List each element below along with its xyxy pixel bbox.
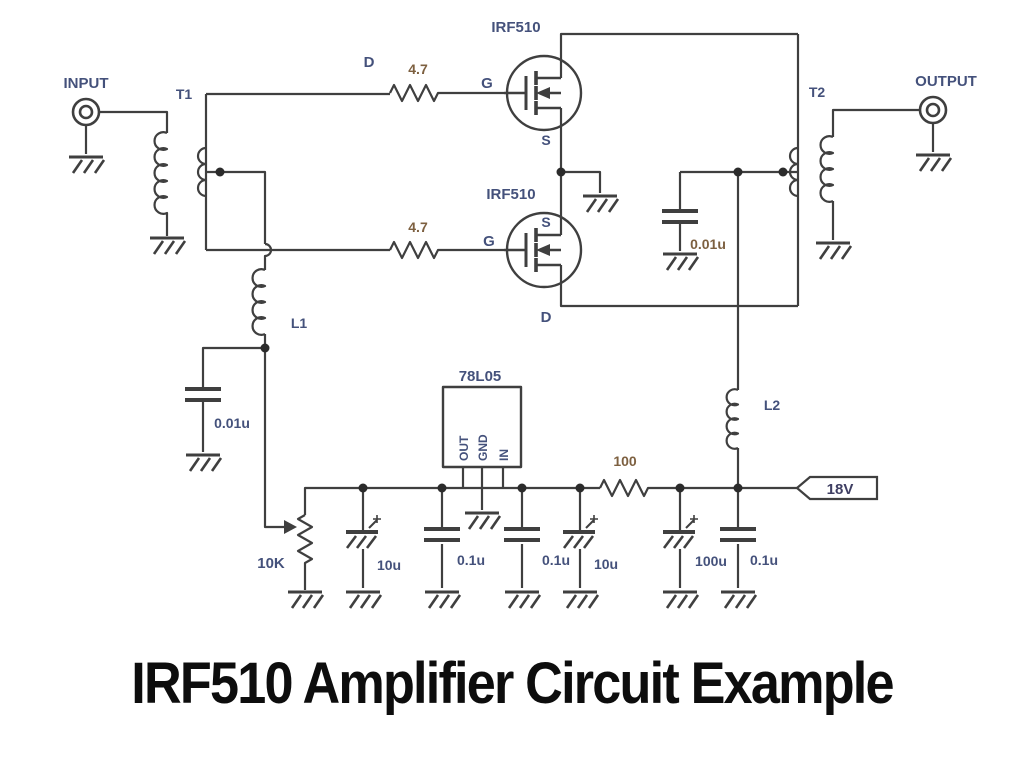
inductor-l2 — [725, 388, 740, 450]
c3-value-label: 0.1u — [542, 552, 570, 568]
q1-drain-tag-label: D — [364, 54, 375, 71]
resistor-r3 — [599, 478, 797, 498]
wire-t1-tap — [206, 170, 267, 244]
pot-wiper-arrow — [284, 520, 297, 534]
r3-value-label: 100 — [613, 453, 637, 469]
wire-source-gnd — [561, 170, 602, 193]
wire-l1-to-pot — [263, 334, 286, 529]
q1-gate-label: G — [481, 75, 493, 92]
capacitor-c2 — [422, 527, 462, 542]
q1-source-label: S — [541, 132, 550, 148]
wires — [84, 32, 935, 590]
c4-value-label: 10u — [594, 556, 618, 572]
supply-tag — [795, 475, 879, 501]
reg-pin-out-label: OUT — [457, 435, 471, 461]
capacitor-c-t2 — [660, 209, 700, 224]
resistor-r1 — [389, 83, 504, 103]
c6-value-label: 0.1u — [750, 552, 778, 568]
r2-value-label: 4.7 — [408, 219, 428, 235]
capacitor-c6 — [718, 527, 758, 542]
q2-source-label: S — [541, 214, 550, 230]
wire-c-t1-top — [201, 346, 265, 388]
wire-drain2 — [559, 265, 798, 308]
image-caption: IRF510 Amplifier Circuit Example — [0, 650, 1024, 717]
output-connector — [918, 95, 948, 125]
wire-hop — [263, 242, 273, 270]
c1-value-label: 10u — [377, 557, 401, 573]
q2-gate-label: G — [483, 233, 495, 250]
c5-value-label: 100u — [695, 553, 727, 569]
q1-name-label: IRF510 — [491, 19, 540, 36]
c2-value-label: 0.1u — [457, 552, 485, 568]
circuit-schematic: INPUT OUTPUT T1 T2 IRF510 IRF510 D 4.7 4… — [64, 19, 977, 610]
mosfet-q1 — [502, 54, 583, 132]
potentiometer — [296, 514, 314, 590]
regulator-label: 78L05 — [459, 368, 502, 385]
t2-secondary-coil — [819, 135, 835, 203]
caption-text: IRF510 Amplifier Circuit Example — [131, 651, 894, 716]
t2-label: T2 — [809, 84, 826, 100]
t1-primary-coil — [153, 131, 169, 236]
inductor-l1 — [251, 268, 267, 336]
q2-drain-label: D — [541, 309, 552, 326]
supply-label: 18V — [827, 481, 854, 498]
c-tank-t2-label: 0.01u — [690, 236, 726, 252]
capacitor-c-t1 — [183, 387, 223, 402]
reg-pin-gnd-label: GND — [476, 434, 490, 461]
r1-value-label: 4.7 — [408, 61, 428, 77]
junction-dots — [215, 167, 788, 493]
l2-label: L2 — [764, 397, 781, 413]
t1-label: T1 — [176, 86, 193, 102]
output-label: OUTPUT — [915, 73, 977, 90]
wire-pot-top — [303, 486, 600, 515]
wire-drain1 — [559, 32, 798, 78]
input-label: INPUT — [64, 75, 109, 92]
input-connector — [71, 97, 101, 127]
wire-output — [831, 108, 920, 137]
pot-value-label: 10K — [257, 555, 285, 572]
resistor-r2 — [389, 240, 504, 260]
wire-input-to-t1 — [99, 110, 169, 133]
l1-label: L1 — [291, 315, 308, 331]
q2-name-label: IRF510 — [486, 186, 535, 203]
t1-secondary-bumps — [196, 146, 208, 198]
capacitor-c3 — [502, 527, 542, 542]
c-tank-t1-label: 0.01u — [214, 415, 250, 431]
reg-pin-in-label: IN — [497, 449, 511, 461]
